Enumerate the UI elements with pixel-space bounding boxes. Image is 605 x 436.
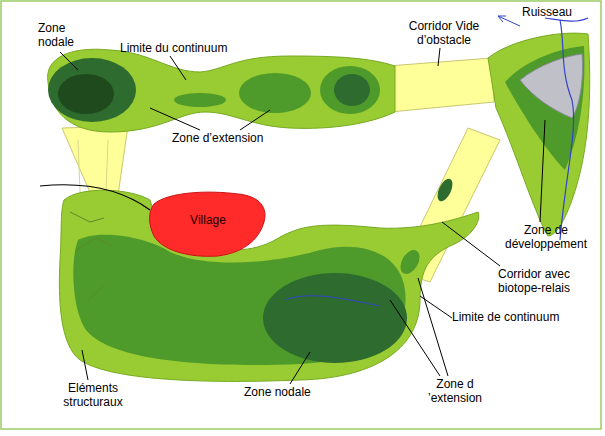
callout-label: Corridor avec biotope-relais — [484, 268, 584, 296]
callout-label: Corridor Vide d’obstacle — [396, 20, 492, 48]
callout-label: Limite de continuum — [452, 311, 602, 325]
callout-label: Limite du continuum — [120, 42, 250, 56]
continuum-lower — [59, 190, 478, 381]
callout-label: Zone d’extension — [172, 132, 292, 146]
continuum-right — [488, 33, 590, 236]
callout-label: Zone nodale — [244, 386, 344, 400]
stream-arrow-head — [498, 16, 506, 22]
callout-label: Ruisseau — [522, 6, 592, 20]
callout-label: Zone de développement — [500, 224, 592, 252]
corridor-left-edge — [78, 140, 108, 192]
callout-label: Eléments structuraux — [48, 382, 138, 410]
village-area: Village — [148, 190, 268, 258]
callout-label: Zone nodale — [38, 22, 88, 50]
biotope-relay — [434, 177, 455, 204]
callout-label: Zone d ’extension — [420, 378, 490, 406]
road — [40, 185, 150, 210]
nodal-zone-small — [334, 74, 370, 106]
extension-zone — [239, 73, 311, 113]
stream-lower — [285, 296, 380, 306]
continuum-upper — [48, 49, 395, 132]
nodal-core-upper — [58, 74, 114, 114]
leader-lines — [60, 48, 545, 384]
nodal-zone-lower — [263, 273, 407, 363]
corridor-top — [388, 58, 494, 112]
stream — [545, 18, 588, 240]
stream-arrow — [498, 16, 520, 26]
biotope-relay — [397, 247, 424, 278]
structural-elements — [70, 212, 112, 300]
extension-zone — [320, 66, 380, 114]
corridor-left — [62, 126, 128, 197]
extension-zone — [174, 93, 226, 107]
village-label: Village — [148, 190, 268, 227]
nodal-zone-upper — [48, 58, 136, 122]
frame — [1, 1, 601, 429]
